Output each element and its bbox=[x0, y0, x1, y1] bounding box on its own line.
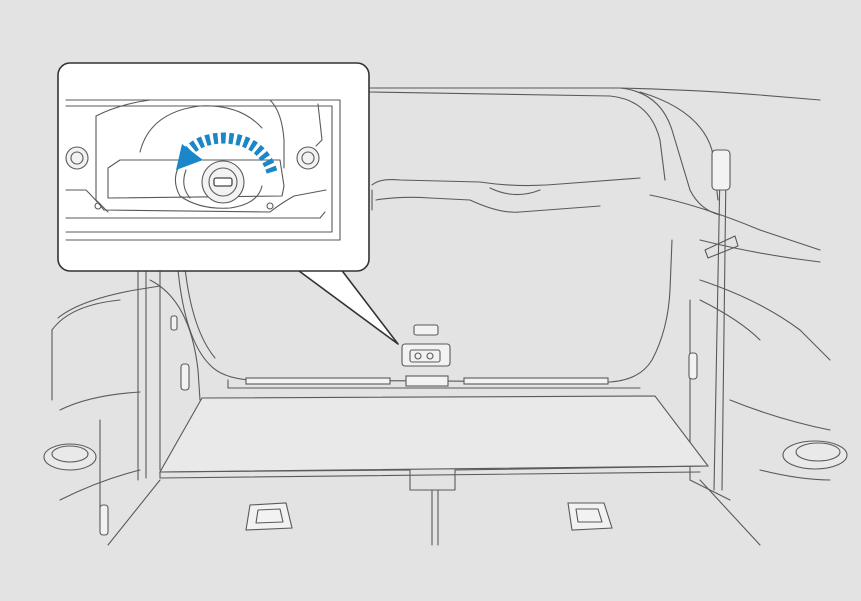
left-tie-down-slot bbox=[180, 363, 190, 391]
rotate-counterclockwise-arrow-icon bbox=[176, 132, 278, 174]
left-lower-slot bbox=[99, 504, 109, 536]
sill-strip-right bbox=[463, 377, 609, 385]
floor-tie-down-left bbox=[245, 502, 293, 531]
floor-tie-down-right bbox=[567, 502, 613, 531]
left-storage-recess bbox=[43, 443, 97, 471]
sill-strip-left bbox=[245, 377, 391, 385]
right-bolt-icon bbox=[296, 146, 320, 170]
right-tie-down-slot bbox=[688, 352, 698, 380]
key-cylinder-icon bbox=[201, 160, 245, 204]
vehicle-interior bbox=[43, 87, 848, 546]
right-storage-recess bbox=[782, 440, 848, 470]
cargo-floor-board bbox=[159, 395, 710, 473]
latch-cover bbox=[413, 324, 439, 336]
left-bolt-icon bbox=[65, 146, 89, 170]
left-small-slot bbox=[170, 315, 178, 331]
lock-detail-drawing bbox=[60, 65, 367, 269]
seatbelt-anchor bbox=[711, 149, 731, 191]
detail-callout bbox=[57, 62, 399, 345]
sill-center-piece bbox=[405, 375, 449, 387]
latch-lock-plate bbox=[401, 343, 451, 367]
